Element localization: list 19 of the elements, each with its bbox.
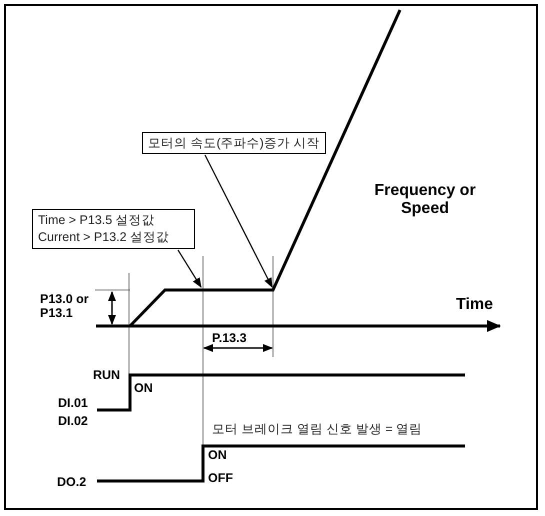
state-label: ON <box>208 448 227 462</box>
signal-label: RUN <box>93 368 120 382</box>
callout-box <box>142 132 326 154</box>
dimension-label: P.13.3 <box>212 331 247 346</box>
level-label: P13.0 or P13.1 <box>40 292 90 321</box>
curve-label: Frequency or Speed <box>373 182 477 219</box>
signal-label: DI.02 <box>58 414 88 428</box>
callout-text: Time > P13.5 설정값 <box>38 212 156 229</box>
leader-line <box>177 250 202 288</box>
signal-label: DI.01 <box>58 396 88 410</box>
callout-box <box>32 209 195 249</box>
callout-text: 모터의 속도(주파수)증가 시작 <box>148 135 320 152</box>
state-label: ON <box>134 381 153 396</box>
axis-label: Time <box>456 296 494 314</box>
signal-label: DO.2 <box>57 475 86 490</box>
state-label: OFF <box>208 471 233 486</box>
signal-note: 모터 브레이크 열림 신호 발생 = 열림 <box>212 422 422 436</box>
leader-line <box>204 154 273 288</box>
callout-text: Current > P13.2 설정값 <box>38 229 170 246</box>
